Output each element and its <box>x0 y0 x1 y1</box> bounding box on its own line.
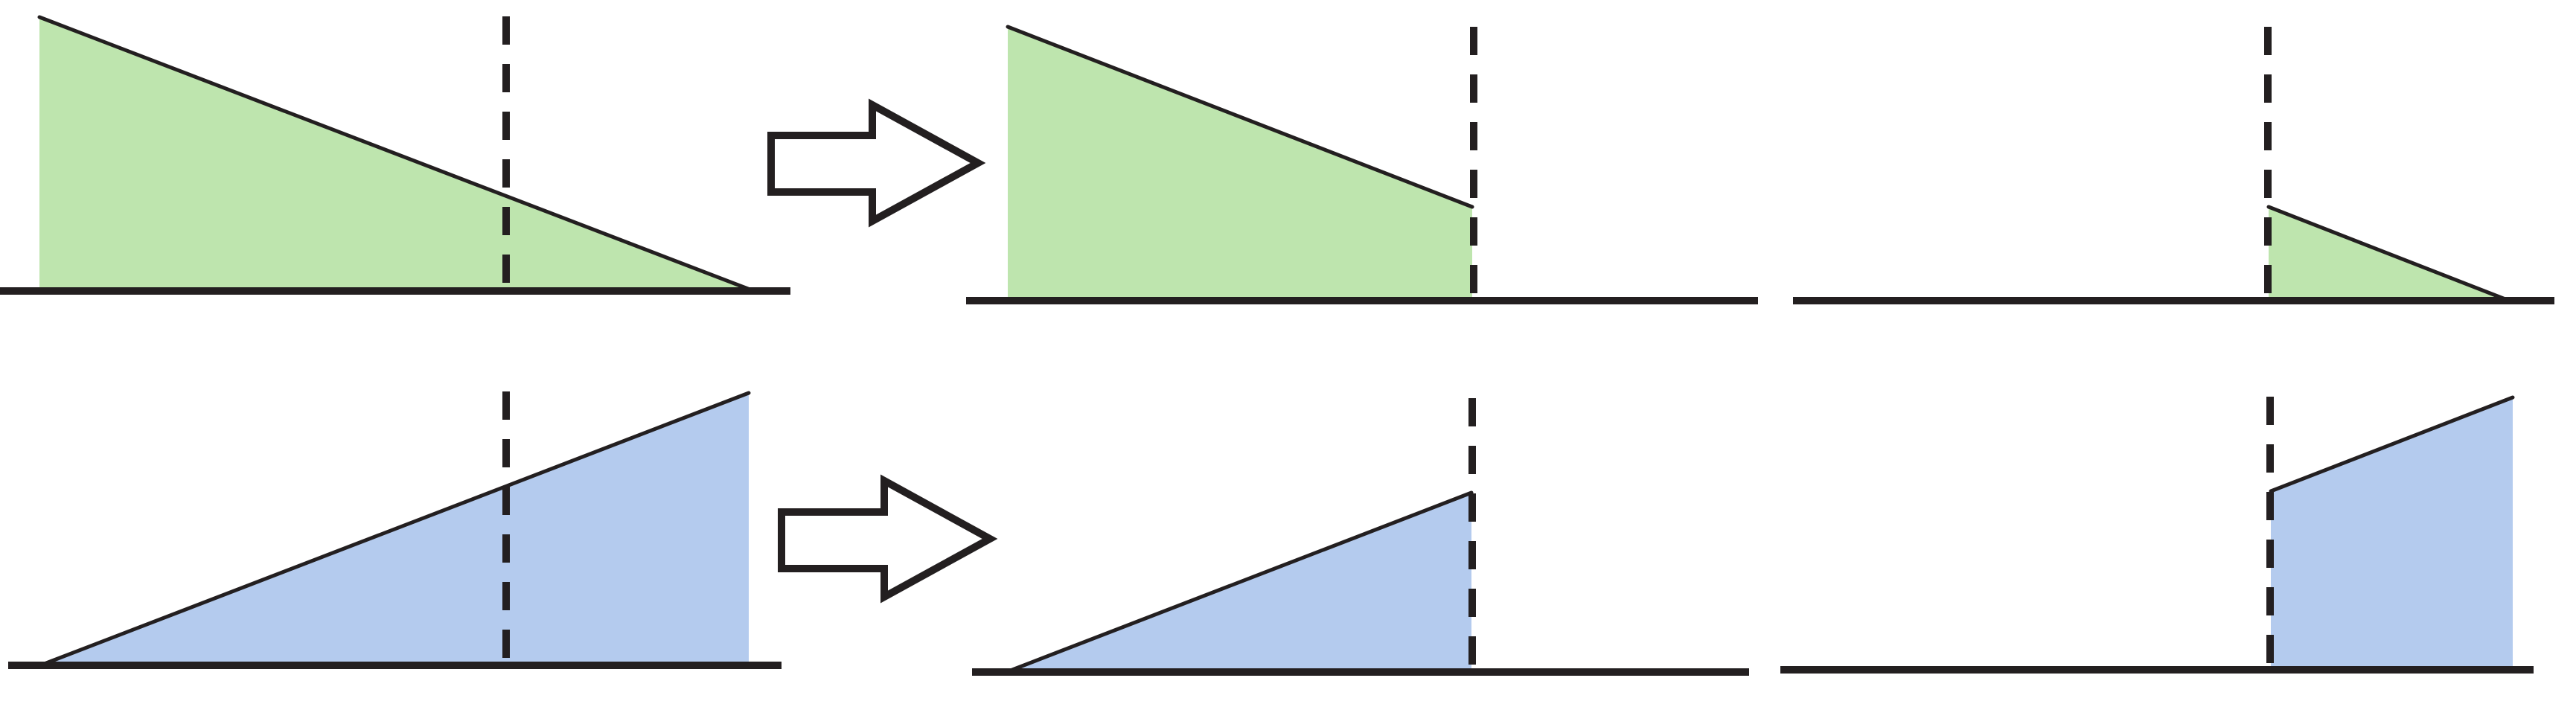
top-left-part-shape <box>1008 27 1472 299</box>
top-right-part-slope <box>2266 205 2508 301</box>
top-left-part-panel <box>966 25 1758 304</box>
bottom-right-part-shape <box>2271 397 2513 667</box>
top-row <box>0 15 2554 304</box>
top-arrow-icon <box>767 98 986 228</box>
bottom-left-part-panel <box>972 398 1749 676</box>
top-whole-slope <box>37 15 750 291</box>
bottom-row <box>8 391 2534 676</box>
bottom-whole-slope <box>44 391 751 665</box>
bottom-arrow-icon <box>778 474 998 604</box>
bottom-right-part-slope <box>2269 395 2515 493</box>
bottom-right-part-panel <box>1780 395 2534 674</box>
top-whole-panel <box>0 15 790 295</box>
bottom-whole-panel <box>8 391 782 669</box>
top-left-part-slope <box>1006 25 1474 209</box>
bottom-left-part-slope <box>1010 490 1474 672</box>
top-right-part-panel <box>1793 27 2554 304</box>
